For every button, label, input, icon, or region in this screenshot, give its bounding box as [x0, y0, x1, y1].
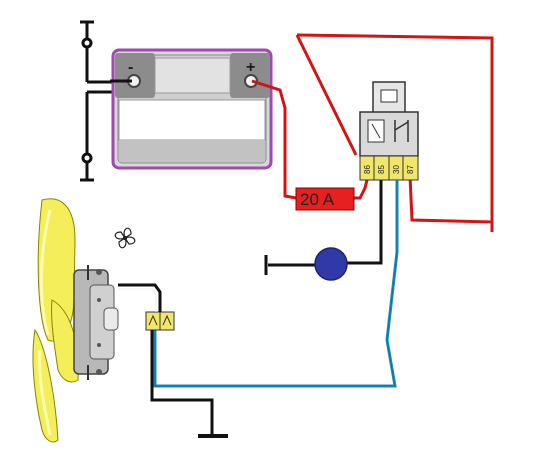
thermo-switch-icon — [314, 247, 348, 281]
fuse-label: 20 A — [300, 190, 335, 209]
relay-pin-30: 30 — [392, 165, 401, 174]
fan-connector — [145, 311, 175, 331]
power-wires — [251, 33, 494, 232]
battery-positive-label: + — [246, 59, 255, 76]
battery-negative-label: - — [128, 59, 133, 76]
radiator-fan — [32, 198, 119, 443]
signal-wire — [153, 180, 399, 388]
fan-leads — [118, 283, 162, 312]
relay-pin-87: 87 — [406, 165, 415, 174]
battery-positive-terminal — [244, 74, 258, 88]
fan-icon — [114, 227, 136, 249]
relay-pin-85: 85 — [377, 165, 386, 174]
ground-wire — [150, 330, 214, 436]
control-wire — [264, 180, 383, 275]
battery: - + — [111, 48, 273, 170]
switch-schematic — [80, 20, 120, 182]
relay-pin-86: 86 — [363, 165, 372, 174]
fuse: 20 A — [295, 187, 355, 211]
relay: 86 85 30 87 — [359, 81, 419, 181]
